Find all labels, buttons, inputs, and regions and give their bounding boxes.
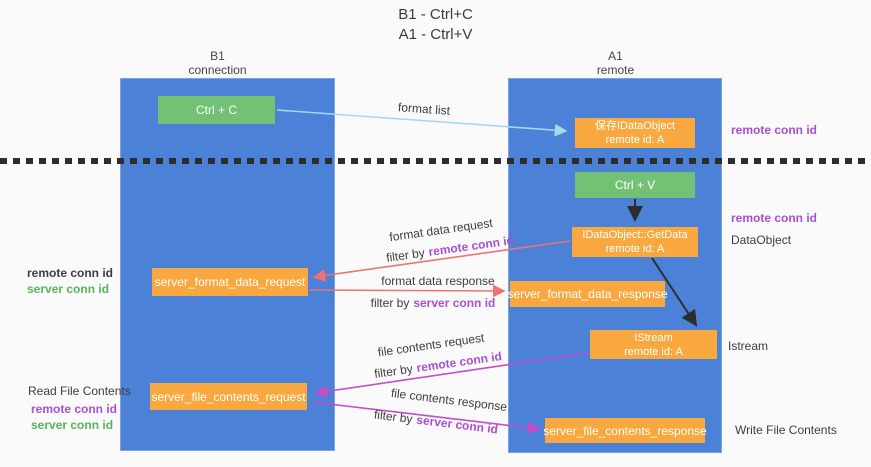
left-column-header: B1 connection [130, 49, 305, 77]
read-file-contents-annotation: Read File Contents [28, 384, 131, 398]
server-file-contents-request-node: server_file_contents_request [150, 383, 307, 410]
left-format-conn-ids: remote conn id server conn id [27, 265, 113, 297]
dataobject-annotation: DataObject [731, 233, 792, 247]
server-conn-id-annotation-left-bottom: server conn id [31, 418, 114, 432]
server-format-data-request-node: server_format_data_request [152, 268, 308, 296]
istream-annotation: Istream [728, 339, 769, 353]
istream-label: IStream [634, 331, 673, 344]
server-conn-id-annotation-left: server conn id [27, 282, 110, 296]
filter-by-text: filter by [373, 407, 414, 427]
server-conn-id-key: server conn id [413, 296, 496, 310]
left-column-name: B1 [210, 49, 225, 63]
file-contents-response-label: file contents response [390, 385, 508, 415]
server-conn-id-key: server conn id [415, 412, 499, 437]
filter-by-text: filter by [385, 245, 426, 265]
remote-conn-id-annotation-mid: remote conn id [731, 211, 818, 225]
server-file-contents-request-label: server_file_contents_request [151, 389, 306, 404]
remote-conn-id-annotation-left: remote conn id [27, 266, 114, 280]
server-file-contents-response-label: server_file_contents_response [543, 423, 707, 438]
istream-remote-id: remote id: A [624, 345, 683, 358]
remote-conn-id-annotation-left-bottom: remote conn id [31, 402, 118, 416]
ctrl-c-node: Ctrl + C [158, 96, 275, 124]
machine-boundary-dashed-line [0, 158, 871, 164]
ctrl-v-label: Ctrl + V [614, 178, 656, 192]
getdata-remote-id: remote id: A [605, 243, 665, 255]
diagram-title: B1 - Ctrl+C A1 - Ctrl+V [0, 5, 871, 45]
server-format-data-response-node: server_format_data_response [507, 281, 668, 307]
write-file-contents-annotation: Write File Contents [735, 423, 837, 437]
server-format-data-response-label: server_format_data_response [507, 287, 668, 301]
idataobject-getdata-node: IDataObject::GetData remote id: A [572, 227, 698, 257]
server-format-data-request-label: server_format_data_request [154, 275, 306, 289]
save-idataobject-label: 保存IDataObject [594, 120, 676, 132]
remote-conn-id-annotation-top: remote conn id [731, 123, 818, 137]
format-list-label: format list [397, 100, 451, 118]
right-column-name: A1 [608, 49, 623, 63]
server-file-contents-response-node: server_file_contents_response [543, 418, 707, 443]
istream-node: IStream remote id: A [590, 330, 717, 359]
save-idataobject-node: 保存IDataObject remote id: A [575, 118, 695, 148]
format-data-response-arrow [309, 284, 506, 298]
left-column-role: connection [188, 63, 247, 77]
left-file-conn-ids: remote conn id server conn id [31, 401, 117, 433]
save-idataobject-remote-id: remote id: A [605, 134, 665, 146]
remote-conn-id-key: remote conn id [415, 349, 503, 375]
getdata-label: IDataObject::GetData [582, 229, 688, 241]
filter-by-text: filter by [373, 361, 414, 381]
filter-by-text: filter by [370, 296, 410, 310]
title-line-1: B1 - Ctrl+C [398, 6, 473, 23]
title-line-2: A1 - Ctrl+V [398, 26, 473, 43]
right-column-header: A1 remote [528, 49, 703, 77]
format-data-response-label: format data response [381, 274, 495, 288]
ctrl-c-label: Ctrl + C [195, 103, 237, 117]
right-column-role: remote [596, 63, 635, 77]
ctrl-v-node: Ctrl + V [575, 172, 695, 198]
